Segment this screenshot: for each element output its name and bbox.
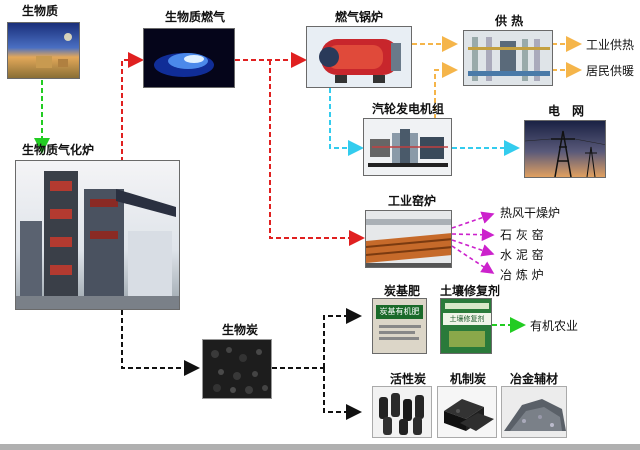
biomass-label: 生物质 (22, 4, 59, 18)
soil-agent-bag-text: 土壤修复剂 (443, 313, 491, 325)
gas-boiler-photo (306, 26, 412, 88)
kiln-icon (366, 219, 451, 267)
charcoal-granules-icon (211, 347, 268, 394)
turbine-icon (368, 129, 448, 167)
grid-photo (524, 120, 606, 178)
boiler-icon (319, 39, 401, 83)
soil-agent-label: 土壤修复剂 (440, 284, 501, 298)
carbon-pellets-icon (379, 393, 424, 435)
biogas-label: 生物质燃气 (165, 10, 226, 24)
hay-bale-icon (36, 33, 72, 68)
machine-carbon-label: 机制炭 (450, 372, 487, 386)
biochar-photo (202, 339, 272, 399)
arrow-kiln-use-4 (451, 245, 495, 274)
ground-strip (0, 444, 640, 450)
char-fertilizer-bag-text: 炭基有机肥 (376, 305, 423, 319)
arrow-branch-bottom (323, 368, 362, 420)
arrow-kiln-use-1 (451, 211, 495, 229)
kiln-label: 工业窑炉 (388, 194, 437, 208)
kiln-photo (365, 210, 452, 268)
arrow-kiln-use-2 (451, 228, 495, 242)
gasifier-photo (15, 160, 180, 310)
gasifier-plant-icon (16, 171, 179, 309)
arrow-gasifier-biochar (121, 310, 200, 376)
arrow-turbine-heat (434, 62, 458, 135)
organic-agriculture-label: 有机农业 (530, 319, 579, 333)
gas-boiler-label: 燃气锅炉 (335, 10, 384, 24)
metallurgy-photo (501, 386, 567, 438)
charcoal-briquette-icon (444, 399, 494, 431)
biogas-flame-photo (143, 28, 235, 88)
activated-carbon-photo (372, 386, 432, 438)
soil-bag-icon (445, 303, 489, 347)
metal-granules-icon (504, 399, 566, 431)
soil-agent-bag: 土壤修复剂 (440, 298, 492, 354)
biochar-label: 生物炭 (222, 323, 259, 337)
arrow-gasifier-biogas (121, 52, 144, 162)
char-fertilizer-label: 炭基肥 (384, 284, 421, 298)
residential-heat-label: 居民供暖 (586, 64, 635, 78)
machine-carbon-photo (437, 386, 497, 438)
industrial-heat-label: 工业供热 (586, 38, 635, 52)
flame-icon (154, 53, 214, 77)
kiln-use-lime-kiln: 石 灰 窑 (500, 228, 544, 242)
pipes-icon (468, 37, 550, 81)
char-fertilizer-bag: 炭基有机肥 (372, 298, 427, 354)
fertilizer-bag-icon (379, 325, 421, 340)
biomass-photo (7, 22, 80, 79)
power-tower-icon (525, 130, 605, 177)
heat-supply-label: 供 热 (495, 14, 524, 28)
kiln-use-cement-kiln: 水 泥 窑 (500, 248, 544, 262)
metallurgy-label: 冶金辅材 (510, 372, 559, 386)
kiln-use-hot-air-dryer: 热风干燥炉 (500, 206, 561, 220)
grid-label: 电 网 (548, 104, 585, 118)
activated-carbon-label: 活性炭 (390, 372, 427, 386)
arrow-boiler-turbine (329, 88, 364, 156)
heat-supply-photo (463, 30, 553, 86)
arrow-kiln-use-3 (451, 239, 495, 257)
arrow-biogas-kiln (269, 60, 365, 246)
arrow-branch-top (323, 308, 362, 368)
gasifier-label: 生物质气化炉 (22, 143, 95, 157)
turbine-photo (363, 118, 452, 176)
kiln-use-smelting-furnace: 冶 炼 炉 (500, 268, 544, 282)
turbine-label: 汽轮发电机组 (372, 102, 445, 116)
